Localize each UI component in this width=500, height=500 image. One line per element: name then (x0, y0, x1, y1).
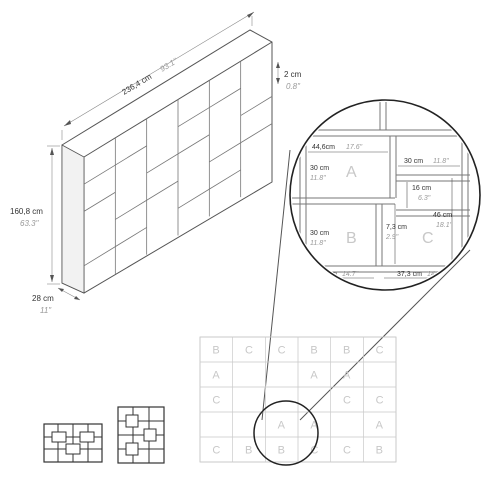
grid-cell (199, 411, 233, 438)
iso-shelf (209, 88, 241, 108)
iso-shelf (146, 153, 179, 174)
b-width-in: 14.7" (342, 271, 359, 278)
a-height-in: 11.8" (310, 175, 326, 182)
depth-in-label: 11" (40, 306, 52, 315)
grid-cell (265, 361, 299, 388)
iso-shelf (240, 123, 273, 144)
config-vertical-icon (117, 406, 165, 464)
grid-cell-label: C (278, 345, 286, 357)
c-height-cm: 46 cm (433, 212, 452, 219)
iso-shelf (83, 246, 116, 267)
depth-dimension: 28 cm 11" (32, 287, 81, 315)
iso-shelf (115, 145, 147, 166)
height-in-label: 63.3" (20, 219, 40, 228)
grid-cell-label: A (310, 370, 318, 382)
gap-in: 2.9" (385, 234, 399, 241)
small-height-cm: 16 cm (412, 185, 431, 192)
grid-cell (363, 361, 397, 388)
grid-cell-label: A (343, 370, 351, 382)
front-layout-grid: B C C B B C A A A C C C A A A C B B C C B (199, 336, 397, 463)
grid-cell-label: B (278, 445, 285, 457)
side-width-in: 11.8" (433, 158, 449, 165)
grid-cell-label: C (376, 395, 384, 407)
grid-cell-label: B (376, 445, 383, 457)
grid-cell-label: B (310, 345, 317, 357)
detail-magnifier: A B C 44,6cm 17.6" 30 cm 11.8" 30 cm 11.… (261, 99, 481, 421)
iso-shelf (177, 188, 210, 209)
grid-cell-label: B (343, 345, 350, 357)
iso-shelf (177, 134, 210, 155)
grid-cell-label: C (245, 345, 253, 357)
c-width-cm: 37,3 cm (397, 271, 422, 278)
grid-cell-label: C (212, 445, 220, 457)
grid-cell (363, 436, 397, 463)
grid-cell-label: A (376, 420, 384, 432)
grid-cell (330, 411, 364, 438)
grid-cell-label: C (212, 395, 220, 407)
a-height-cm: 30 cm (310, 165, 329, 172)
depth-cm-label: 28 cm (32, 294, 54, 303)
zoom-circle (253, 400, 319, 466)
small-height-in: 6.3" (418, 195, 431, 202)
config-horizontal-icon (43, 423, 103, 463)
iso-shelf (83, 191, 116, 212)
iso-shelf (115, 227, 147, 247)
grid-cell-label: C (376, 345, 384, 357)
side-width-cm: 30 cm (404, 158, 423, 165)
iso-shelf (177, 107, 210, 128)
grid-cell (232, 361, 266, 388)
iso-shelf (240, 96, 273, 116)
grid-cell-label: B (245, 445, 252, 457)
thickness-dimension: 2 cm 0.8" (276, 62, 302, 91)
width-dimension: 236,4 cm 93.1" (61, 11, 255, 140)
a-width-cm: 44,6cm (312, 144, 335, 151)
grid-cell-label: A (212, 370, 220, 382)
grid-cell (232, 411, 266, 438)
panel-label-c: C (422, 230, 434, 247)
iso-shelf (83, 164, 116, 185)
grid-cell-label: C (343, 395, 351, 407)
panel-label-a: A (346, 164, 357, 181)
grid-cell-label: B (212, 345, 219, 357)
grid-cell (232, 386, 266, 413)
height-dimension: 160,8 cm 63.3" (10, 145, 60, 285)
grid-cell (265, 386, 299, 413)
iso-shelf (146, 180, 179, 201)
height-cm-label: 160,8 cm (10, 207, 43, 216)
b-height-in: 11.8" (310, 240, 326, 247)
bookcase-isometric (61, 29, 273, 294)
gap-cm: 7,3 cm (386, 224, 407, 231)
panel-label-b: B (346, 230, 357, 247)
grid-cell-label: A (310, 420, 318, 432)
iso-shelf (115, 199, 147, 220)
grid-cell (297, 386, 331, 413)
iso-shelf (209, 169, 241, 190)
width-cm-label: 236,4 cm (120, 72, 153, 97)
b-height-cm: 30 cm (310, 230, 329, 237)
a-width-in: 17.6" (346, 144, 363, 151)
iso-shelf (209, 142, 241, 163)
c-height-in: 18.1" (436, 222, 453, 229)
grid-cell-label: C (343, 445, 351, 457)
grid-cell-label: A (278, 420, 286, 432)
grid-cell-label: C (310, 445, 318, 457)
thickness-in-label: 0.8" (286, 82, 301, 91)
thickness-cm-label: 2 cm (284, 70, 302, 79)
